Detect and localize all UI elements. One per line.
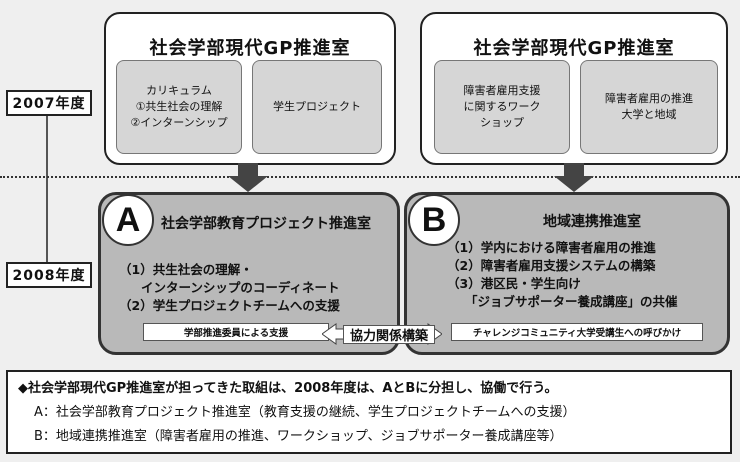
year-separator-line — [0, 176, 740, 178]
box-b-item-3: （3）港区民・学生向け — [447, 276, 581, 291]
year-2007-label: 2007年度 — [6, 90, 92, 116]
gp-office-left-title: 社会学部現代GP推進室 — [149, 38, 351, 59]
box-a-support-bar: 学部推進委員による支援 — [143, 323, 329, 341]
summary-box: ◆社会学部現代GP推進室が担ってきた取組は、2008年度は、AとBに分担し、協働… — [6, 370, 732, 454]
box-b-support-bar: チャレンジコミュニティ大学受講生への呼びかけ — [451, 323, 703, 341]
summary-line-b: B：地域連携推進室（障害者雇用の推進、ワークショップ、ジョブサポーター養成講座等… — [34, 429, 563, 444]
employment-promotion-box: 障害者雇用の推進 大学と地域 — [580, 60, 718, 154]
student-project-box: 学生プロジェクト — [252, 60, 382, 154]
year-2008-label: 2008年度 — [6, 262, 92, 288]
box-b-item-3-cont: 「ジョブサポーター養成講座」の共催 — [465, 294, 678, 309]
gp-office-left-box: 社会学部現代GP推進室 カリキュラム ①共生社会の理解 ②インターンシップ 学生… — [104, 12, 396, 165]
box-b-letter: B — [408, 194, 460, 246]
box-a-item-2: （2）学生プロジェクトチームへの支援 — [119, 298, 340, 313]
summary-line-1: ◆社会学部現代GP推進室が担ってきた取組は、2008年度は、AとBに分担し、協働… — [18, 381, 558, 396]
box-b-item-2: （2）障害者雇用支援システムの構築 — [447, 258, 656, 273]
curriculum-box: カリキュラム ①共生社会の理解 ②インターンシップ — [116, 60, 242, 154]
box-a-item-1: （1）共生社会の理解・ — [119, 262, 253, 277]
summary-line-a: A：社会学部教育プロジェクト推進室（教育支援の継続、学生プロジェクトチームへの支… — [34, 405, 576, 420]
workshop-box: 障害者雇用支援 に関するワーク ショップ — [434, 60, 570, 154]
gp-office-right-box: 社会学部現代GP推進室 障害者雇用支援 に関するワーク ショップ 障害者雇用の推… — [420, 12, 728, 165]
down-arrow-right — [554, 163, 594, 192]
box-b-item-1: （1）学内における障害者雇用の推進 — [447, 240, 656, 255]
timeline-arrow — [42, 116, 52, 272]
box-a-title: 社会学部教育プロジェクト推進室 — [161, 216, 371, 232]
down-arrow-left — [228, 163, 268, 192]
box-b-title: 地域連携推進室 — [543, 214, 641, 230]
gp-office-right-title: 社会学部現代GP推進室 — [473, 38, 675, 59]
box-a-item-1-cont: インターンシップのコーディネート — [141, 280, 340, 295]
box-a-letter: A — [102, 194, 154, 246]
cooperation-label: 協力関係構築 — [343, 325, 435, 344]
